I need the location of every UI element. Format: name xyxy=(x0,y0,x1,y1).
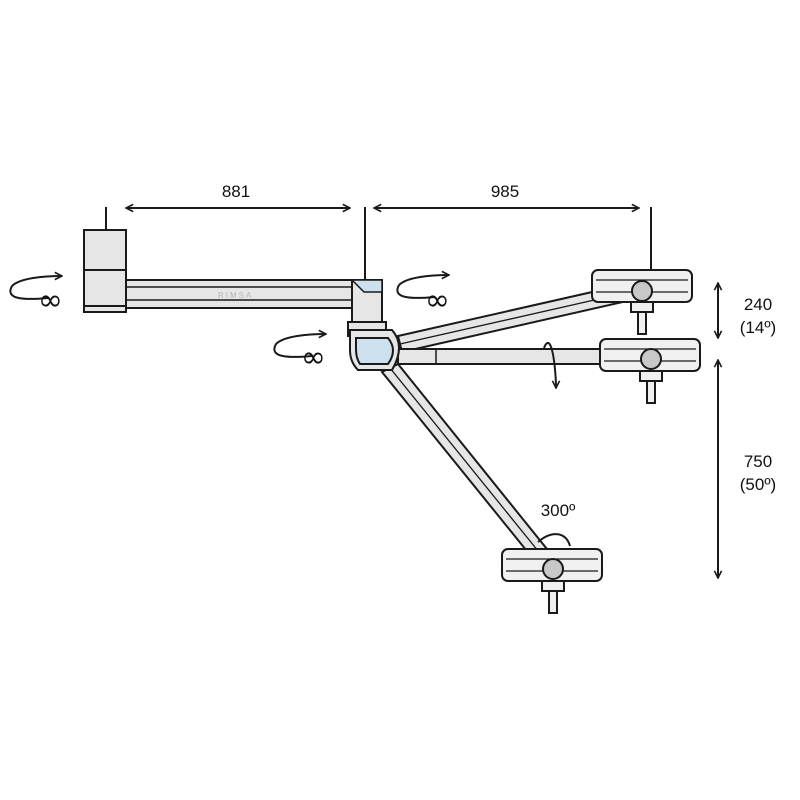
rotation-arrow-icon xyxy=(396,275,449,299)
central-hub xyxy=(347,279,387,337)
lamp-head-lower xyxy=(501,548,603,614)
brand-mark: RIMSA xyxy=(218,291,253,300)
handle-icon xyxy=(542,558,564,580)
dimension-height-lower: 750 xyxy=(744,452,772,471)
rotation-arrow-icon xyxy=(9,276,62,300)
dimension-lines xyxy=(105,207,718,578)
hub-joint xyxy=(349,329,400,371)
infinite-rotation-label: ∞ xyxy=(425,283,450,318)
rotation-range-arc xyxy=(537,533,571,547)
rotation-arrow-icon xyxy=(273,334,326,358)
rotation-range-label: 300º xyxy=(541,501,576,520)
handle-icon xyxy=(640,348,662,370)
infinite-rotation-label: ∞ xyxy=(301,340,326,375)
dimension-width-left: 881 xyxy=(222,182,250,201)
extension-arm xyxy=(125,279,355,309)
lamp-head-middle xyxy=(599,338,701,404)
infinite-rotation-label: ∞ xyxy=(38,283,63,318)
dimension-height-upper: 240 xyxy=(744,295,772,314)
tilt-arrow-icon xyxy=(543,341,556,388)
dimension-height-upper-angle: (14º) xyxy=(740,318,776,337)
dimension-width-right: 985 xyxy=(491,182,519,201)
rotation-arrows xyxy=(9,275,571,547)
handle-icon xyxy=(631,280,653,302)
ceiling-mount xyxy=(83,229,127,313)
dimension-height-lower-angle: (50º) xyxy=(740,475,776,494)
lamp-head-upper xyxy=(591,269,693,335)
middle-spring-arm xyxy=(397,348,607,365)
lower-spring-arm xyxy=(380,362,557,568)
